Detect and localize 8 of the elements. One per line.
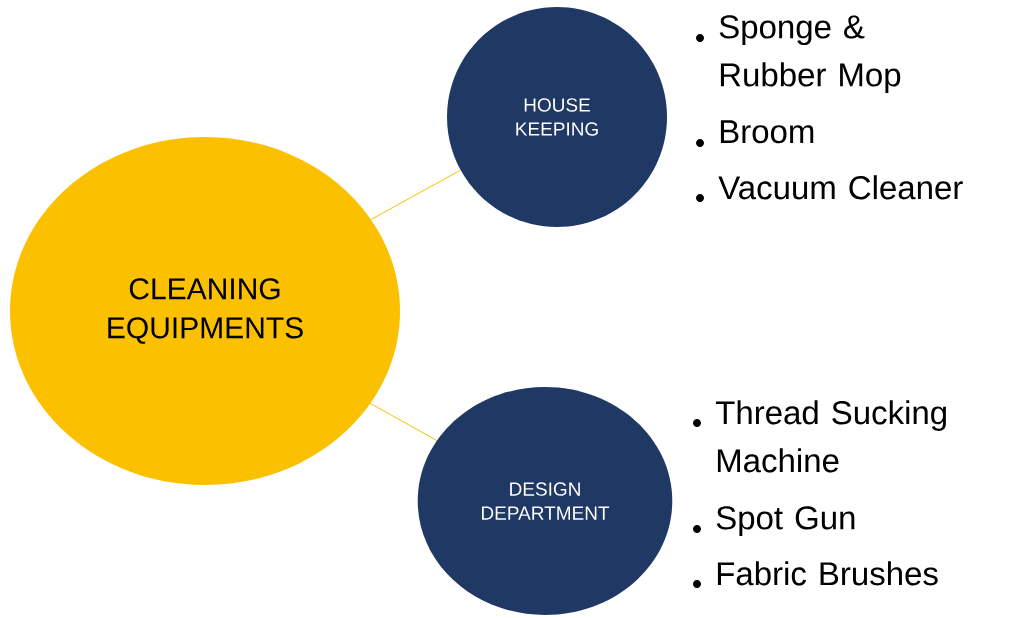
list-item: Thread Sucking Machine bbox=[693, 400, 946, 473]
connector-line bbox=[370, 169, 461, 220]
list-item: Fabric Brushes bbox=[693, 561, 938, 588]
list-item: Broom bbox=[696, 120, 814, 147]
connector-line bbox=[369, 402, 438, 442]
list-item: Vacuum Cleaner bbox=[696, 175, 963, 202]
list-item: Spot Gun bbox=[693, 506, 855, 537]
list-item: Sponge & Rubber Mop bbox=[696, 15, 901, 94]
